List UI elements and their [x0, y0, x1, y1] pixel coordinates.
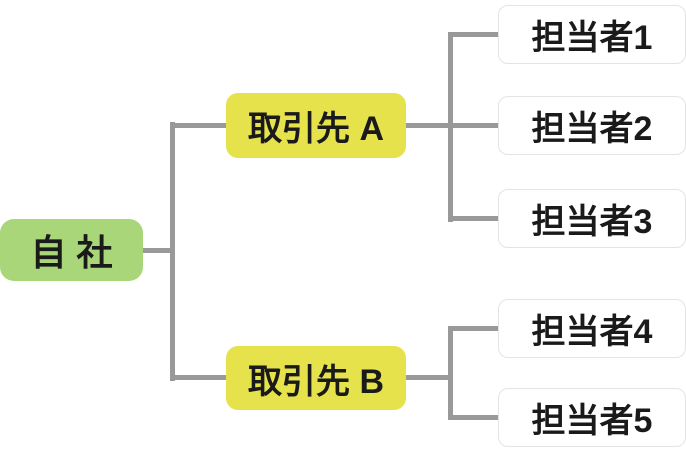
- connector-to-client-a: [175, 123, 226, 128]
- connector-company-trunk: [143, 248, 175, 253]
- connector-to-staff-3: [453, 216, 498, 221]
- connector-to-client-b: [175, 375, 226, 380]
- connector-to-staff-4: [453, 326, 498, 331]
- node-staff-4: 担当者4: [498, 299, 686, 358]
- node-staff-3: 担当者3: [498, 189, 686, 248]
- connector-client-b-trunk: [406, 375, 453, 380]
- node-staff-1: 担当者1: [498, 5, 686, 64]
- node-staff-2: 担当者2: [498, 96, 686, 155]
- connector-to-staff-5: [453, 415, 498, 420]
- node-client-b: 取引先 B: [226, 346, 406, 410]
- connector-level1-vertical: [170, 122, 175, 381]
- connector-client-a-vertical: [448, 32, 453, 222]
- node-staff-5: 担当者5: [498, 388, 686, 447]
- connector-to-staff-1: [453, 32, 498, 37]
- node-client-a: 取引先 A: [226, 93, 406, 158]
- connector-client-b-vertical: [448, 326, 453, 420]
- node-own-company: 自 社: [0, 219, 143, 281]
